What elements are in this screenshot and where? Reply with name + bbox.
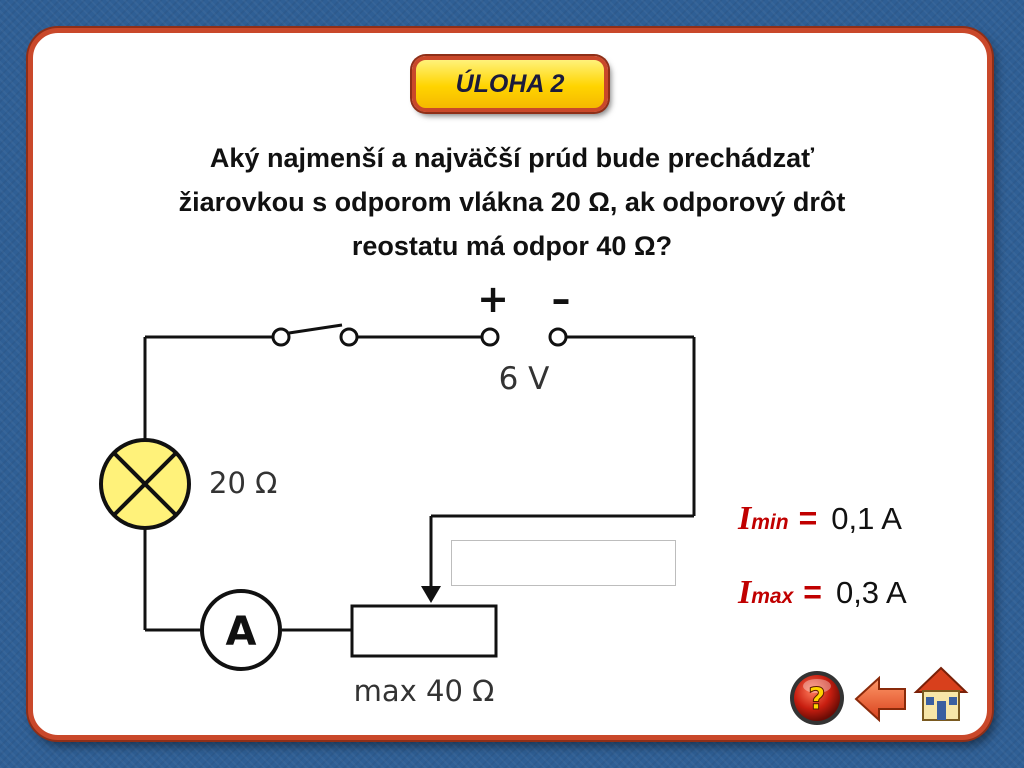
home-icon: [913, 666, 969, 721]
rheostat-label: max 40 Ω: [354, 674, 495, 708]
switch-lever: [288, 323, 343, 335]
formula-max: I max = 0,3 A: [738, 574, 907, 624]
plus-sign: +: [477, 277, 509, 321]
question-line: reostatu má odpor 40 Ω?: [351, 231, 673, 261]
switch-contact: [271, 327, 291, 347]
equals-sign: =: [803, 574, 822, 610]
battery-minus-terminal: [548, 327, 568, 347]
bulb-icon: [99, 438, 191, 530]
back-button[interactable]: [853, 674, 909, 724]
voltage-label: 6 V: [499, 361, 550, 397]
ammeter-label: A: [226, 609, 257, 655]
help-button[interactable]: ?: [787, 668, 847, 728]
answer-input-box[interactable]: [451, 540, 676, 586]
help-glyph: ?: [808, 682, 825, 717]
circuit-wires: [143, 323, 696, 632]
switch-contact: [339, 327, 359, 347]
home-button[interactable]: [913, 664, 969, 724]
rheostat-body: [350, 604, 498, 658]
ammeter-icon: [200, 589, 282, 671]
question-line: Aký najmenší a najväčší prúd bude prechá…: [209, 143, 815, 173]
current-symbol: I: [738, 500, 752, 537]
minus-sign: –: [552, 277, 571, 321]
min-current-value: 0,1 A: [831, 501, 902, 536]
slider-arrow-icon: [421, 586, 441, 603]
battery-plus-terminal: [480, 327, 500, 347]
equals-sign: =: [798, 500, 818, 536]
current-subscript: min: [751, 511, 789, 534]
current-subscript: max: [751, 585, 794, 608]
slide-title: ÚLOHA 2: [412, 56, 608, 112]
back-arrow-icon: [854, 675, 906, 723]
current-symbol: I: [738, 574, 752, 611]
slide-title-text: ÚLOHA 2: [455, 69, 565, 98]
max-current-value: 0,3 A: [835, 575, 907, 610]
bulb-resistance-label: 20 Ω: [209, 466, 277, 500]
slide-card: [28, 28, 992, 740]
formula-min: I min = 0,1 A: [738, 500, 902, 550]
question-line: žiarovkou s odporom vlákna 20 Ω, ak odpo…: [178, 187, 846, 217]
question-text: Aký najmenší a najväčší prúd bude prechá…: [80, 136, 944, 268]
